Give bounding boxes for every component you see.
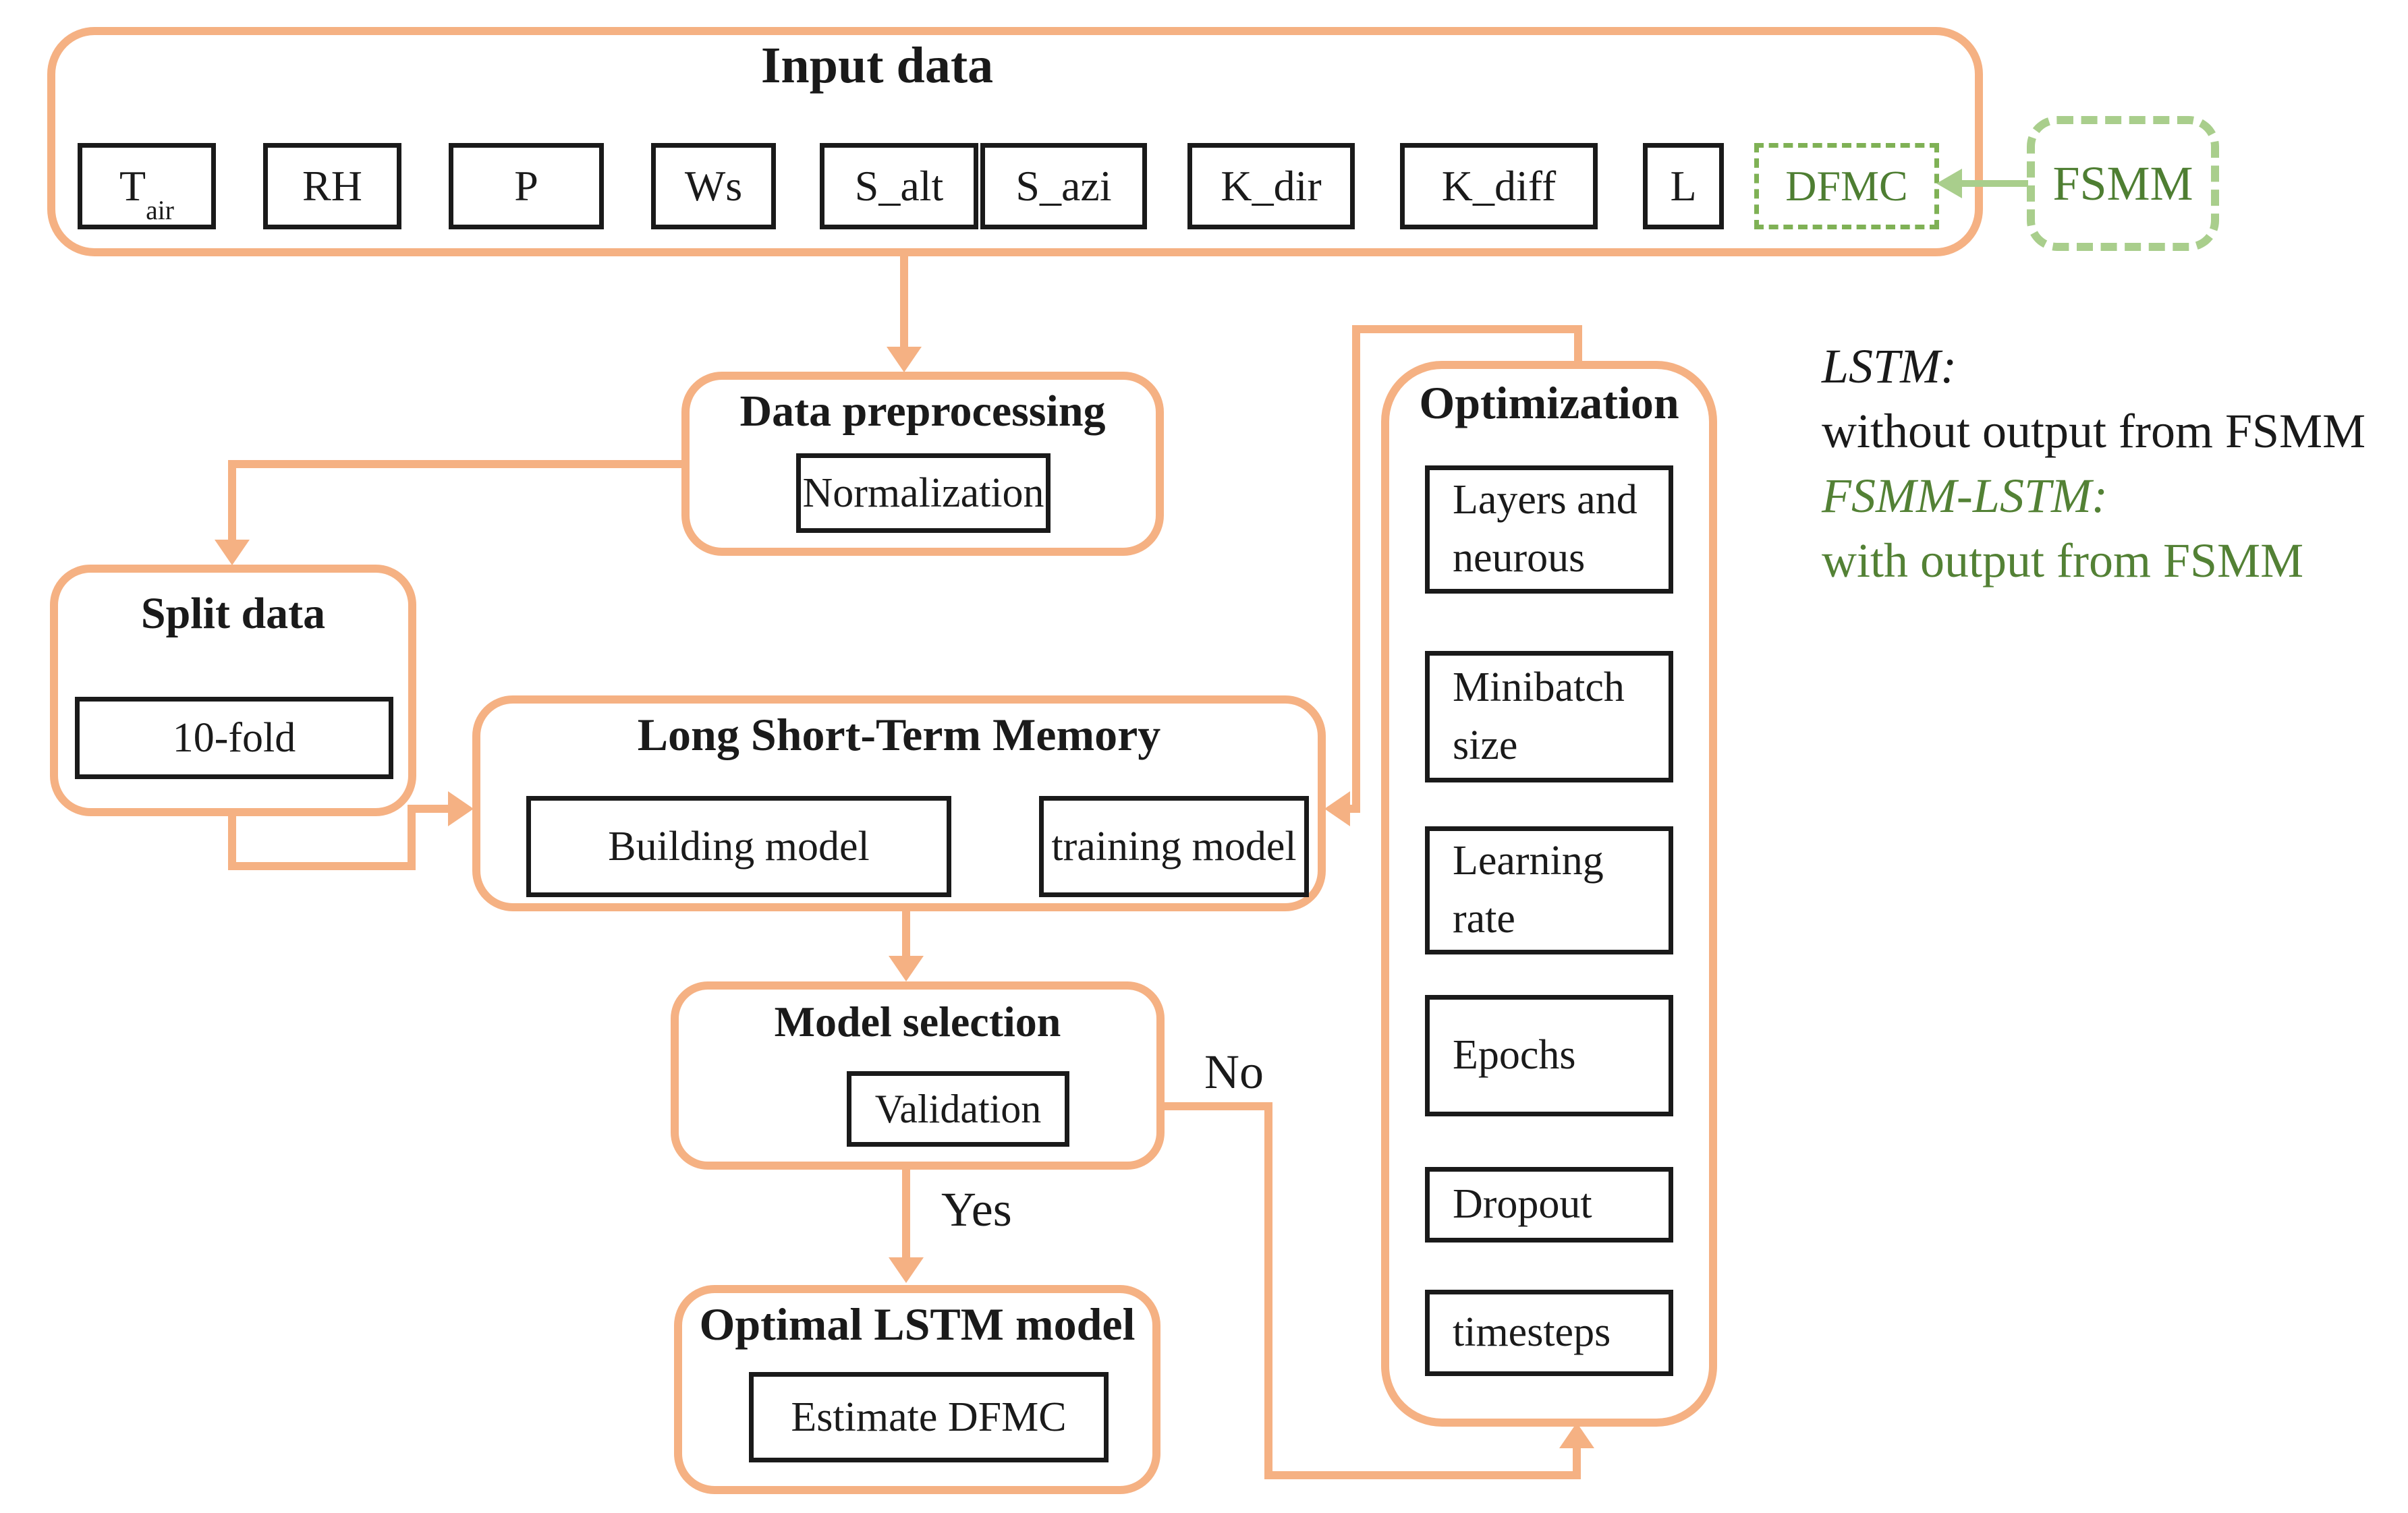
preprocessing-title: Data preprocessing <box>739 387 1106 436</box>
connector-preprocessing-to-split-h <box>228 460 690 468</box>
param-box-minibatch: Minibatch size <box>1425 651 1673 782</box>
legend-line-lstm-desc: without output from FSMM <box>1822 404 2366 458</box>
arrowhead-no-to-optimization <box>1559 1423 1594 1448</box>
param-minibatch-label: Minibatch size <box>1453 664 1625 768</box>
param-box-layers: Layers and neurous <box>1425 465 1673 594</box>
arrowhead-split-to-lstm <box>448 791 474 826</box>
connector-optimization-to-lstm-stub <box>1574 325 1582 364</box>
legend-line-fsmm-lstm-desc: with output from FSMM <box>1822 534 2304 588</box>
connector-no-v1 <box>1264 1102 1272 1479</box>
input-box-dfmc-label: DFMC <box>1785 162 1908 210</box>
arrowhead-optimization-to-lstm <box>1324 791 1350 826</box>
model-selection-title: Model selection <box>774 998 1061 1046</box>
legend-line-lstm: LSTM: <box>1822 339 1957 393</box>
connector-input-to-preprocessing <box>900 256 908 348</box>
connector-split-to-lstm-h2 <box>416 805 449 813</box>
connector-optimization-to-lstm-vlong <box>1352 325 1360 813</box>
input-box-kdir: K_dir <box>1187 143 1355 229</box>
input-box-tair-subscript: air <box>146 196 174 225</box>
decision-yes-label: Yes <box>941 1182 1012 1236</box>
connector-optimization-to-lstm-harr <box>1349 805 1360 813</box>
normalization-box: Normalization <box>796 453 1051 533</box>
param-dropout-label: Dropout <box>1453 1181 1592 1228</box>
input-box-dfmc: DFMC <box>1754 143 1939 229</box>
input-box-sazi-label: S_azi <box>1015 162 1112 210</box>
input-box-sazi: S_azi <box>980 143 1147 229</box>
fsmm-label: FSMM <box>2052 156 2193 210</box>
fsmm-box: FSMM <box>2027 116 2219 251</box>
building-model-box: Building model <box>526 796 951 897</box>
connector-yes-v <box>902 1170 910 1257</box>
input-box-l: L <box>1643 143 1724 229</box>
tenfold-box: 10-fold <box>75 697 393 779</box>
arrowhead-input-to-preprocessing <box>887 347 922 372</box>
optimization-title: Optimization <box>1419 377 1679 428</box>
connector-fsmm-to-dfmc <box>1962 180 2028 187</box>
connector-preprocessing-to-split-v <box>228 460 236 541</box>
estimate-dfmc-box: Estimate DFMC <box>749 1372 1109 1462</box>
decision-no-label: No <box>1204 1045 1264 1099</box>
optimal-model-title: Optimal LSTM model <box>699 1298 1136 1350</box>
input-box-salt: S_alt <box>820 143 978 229</box>
estimate-dfmc-label: Estimate DFMC <box>791 1394 1067 1440</box>
input-box-salt-label: S_alt <box>854 162 944 210</box>
param-box-dropout: Dropout <box>1425 1167 1673 1243</box>
normalization-label: Normalization <box>802 469 1044 516</box>
input-box-kdir-label: K_dir <box>1221 162 1322 210</box>
training-model-box: training model <box>1039 796 1309 897</box>
arrowhead-lstm-to-selection <box>889 956 924 981</box>
param-epochs-label: Epochs <box>1453 1032 1576 1079</box>
tenfold-label: 10-fold <box>172 714 296 761</box>
input-box-p: P <box>449 143 604 229</box>
arrowhead-preprocessing-to-split <box>215 540 250 565</box>
input-box-tair-label: T <box>119 162 146 210</box>
arrowhead-fsmm-to-dfmc <box>1936 169 1962 198</box>
connector-lstm-to-selection <box>902 911 910 959</box>
input-box-ws: Ws <box>651 143 776 229</box>
arrowhead-yes-to-optimal <box>889 1257 924 1283</box>
training-model-label: training model <box>1051 823 1297 869</box>
param-box-epochs: Epochs <box>1425 995 1673 1116</box>
param-layers-label: Layers and neurous <box>1453 477 1637 581</box>
input-data-title: Input data <box>760 37 994 94</box>
split-data-title: Split data <box>140 589 326 638</box>
connector-no-h2 <box>1264 1471 1581 1479</box>
param-box-timesteps: timesteps <box>1425 1290 1673 1376</box>
input-box-p-label: P <box>514 162 538 210</box>
param-box-learning-rate: Learning rate <box>1425 826 1673 954</box>
lstm-title: Long Short-Term Memory <box>637 709 1161 760</box>
connector-no-v2 <box>1573 1447 1581 1479</box>
param-learning-rate-label: Learning rate <box>1453 838 1604 942</box>
connector-no-h1 <box>1165 1102 1272 1110</box>
connector-optimization-to-lstm-htop <box>1352 325 1582 333</box>
input-box-kdiff-label: K_diff <box>1441 162 1557 210</box>
input-box-rh-label: RH <box>302 162 362 210</box>
param-timesteps-label: timesteps <box>1453 1309 1611 1356</box>
connector-split-to-lstm-h1 <box>228 862 416 870</box>
input-box-l-label: L <box>1670 162 1697 210</box>
building-model-label: Building model <box>608 823 870 869</box>
connector-split-to-lstm-v1 <box>228 816 236 870</box>
connector-split-to-lstm-v2 <box>408 805 416 870</box>
legend-line-fsmm-lstm: FSMM-LSTM: <box>1822 469 2108 523</box>
input-box-kdiff: K_diff <box>1400 143 1598 229</box>
legend: LSTM: without output from FSMM FSMM-LSTM… <box>1822 334 2408 593</box>
validation-label: Validation <box>874 1086 1042 1131</box>
validation-box: Validation <box>847 1071 1069 1147</box>
input-box-ws-label: Ws <box>684 162 743 210</box>
input-box-rh: RH <box>263 143 401 229</box>
